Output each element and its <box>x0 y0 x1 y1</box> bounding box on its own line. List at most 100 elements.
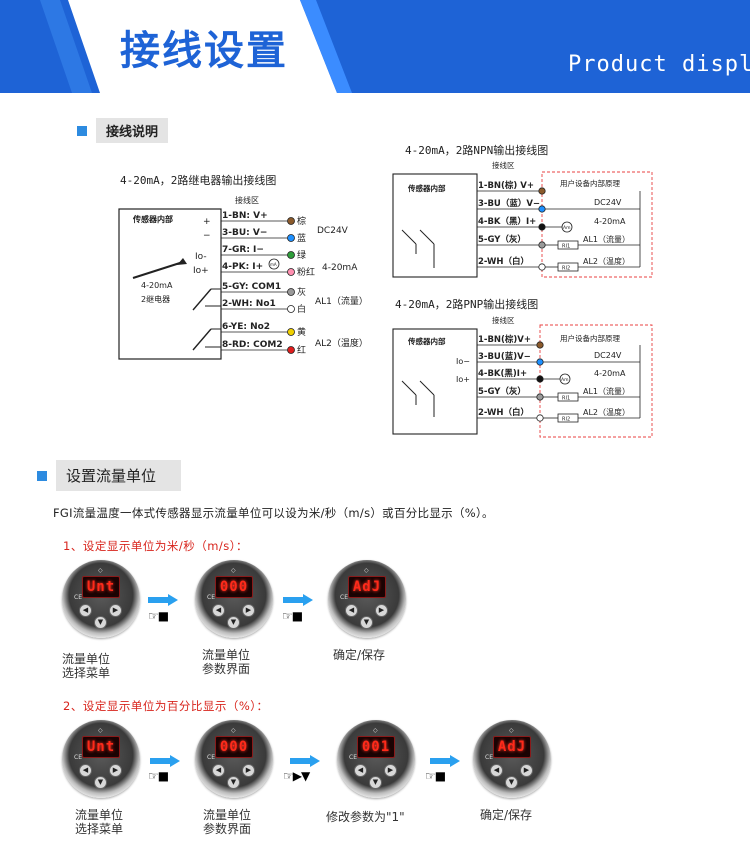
svg-text:RI1: RI1 <box>562 244 570 250</box>
left-button-icon[interactable]: ◀ <box>79 604 92 617</box>
npn-diagram-title: 4-20mA，2路NPN输出接线图 <box>405 144 549 157</box>
device-panel: ◇ AdJ CE ◀ ▶ ▼ <box>328 560 406 638</box>
page-title: 接线设置 <box>120 28 288 74</box>
svg-text:AL2（温度）: AL2（温度） <box>583 407 630 417</box>
left-button-icon[interactable]: ◀ <box>490 764 503 777</box>
press-set-hint: ☞■ <box>148 609 169 623</box>
svg-text:AL2（温度）: AL2（温度） <box>583 256 630 266</box>
down-button-icon[interactable]: ▼ <box>94 776 107 789</box>
svg-text:黄: 黄 <box>297 326 306 338</box>
left-button-icon[interactable]: ◀ <box>354 764 367 777</box>
relay-wiring-diagram: 接线区 传感器内部 + − Io- Io+ 4-20mA 2继电器 1-BN: … <box>118 195 368 360</box>
left-button-icon[interactable]: ◀ <box>212 604 225 617</box>
svg-text:4-20mA: 4-20mA <box>141 281 173 290</box>
device-caption: 确定/保存 <box>333 648 386 662</box>
svg-text:1-BN: V+: 1-BN: V+ <box>222 211 268 221</box>
device-caption: 确定/保存 <box>480 808 533 822</box>
svg-text:传感器内部: 传感器内部 <box>407 336 446 346</box>
right-button-icon[interactable]: ▶ <box>109 604 122 617</box>
svg-text:5-GY（灰）: 5-GY（灰） <box>478 386 526 397</box>
relay-diagram-title: 4-20mA，2路继电器输出接线图 <box>120 174 277 187</box>
device-panel: ◇ 000 CE ◀ ▶ ▼ <box>195 720 273 798</box>
svg-text:AL1（流量）: AL1（流量） <box>583 234 630 244</box>
svg-text:RI2: RI2 <box>562 417 570 423</box>
press-set-hint: ☞■ <box>282 609 303 623</box>
svg-text:DC24V: DC24V <box>594 351 622 360</box>
device-panel: ◇ Unt CE ◀ ▶ ▼ <box>62 720 140 798</box>
svg-text:Io+: Io+ <box>193 266 209 276</box>
device-display: 000 <box>215 576 253 598</box>
svg-text:3-BU（蓝）V−: 3-BU（蓝）V− <box>478 198 540 209</box>
right-button-icon[interactable]: ▶ <box>242 764 255 777</box>
relay-terminal-area-label: 接线区 <box>235 195 259 205</box>
arrow-right-icon <box>150 755 180 767</box>
svg-text:3-BU(蓝)V−: 3-BU(蓝)V− <box>478 351 531 362</box>
svg-text:2继电器: 2继电器 <box>141 294 170 304</box>
pnp-wiring-diagram: 接线区 传感器内部 Io− Io+ 用户设备内部原理 1-BN(棕)V+ 3-B… <box>392 315 653 438</box>
svg-text:DC24V: DC24V <box>317 226 349 236</box>
left-button-icon[interactable]: ◀ <box>212 764 225 777</box>
left-button-icon[interactable]: ◀ <box>79 764 92 777</box>
npn-wiring-diagram: 接线区 传感器内部 用户设备内部原理 1-BN(棕) V+ 3-BU（蓝）V− … <box>392 160 653 278</box>
right-button-icon[interactable]: ▶ <box>384 764 397 777</box>
svg-text:4-20mA: 4-20mA <box>594 369 626 378</box>
right-button-icon[interactable]: ▶ <box>520 764 533 777</box>
svg-text:5-GY: COM1: 5-GY: COM1 <box>222 282 281 292</box>
arrow-right-icon <box>148 594 178 606</box>
wiring-heading-label: 接线说明 <box>96 118 169 143</box>
heading-marker-icon <box>37 470 47 481</box>
device-panel: ◇ 001 CE ◀ ▶ ▼ <box>337 720 415 798</box>
svg-text:2-WH（白）: 2-WH（白） <box>478 407 529 418</box>
press-set-hint: ☞■ <box>148 769 169 783</box>
device-panel: ◇ AdJ CE ◀ ▶ ▼ <box>473 720 551 798</box>
banner-shape <box>0 0 750 93</box>
svg-text:8-RD: COM2: 8-RD: COM2 <box>222 340 283 350</box>
press-up-down-hint: ☞▶▼ <box>283 769 310 783</box>
wiring-heading: 接线说明 <box>77 118 169 143</box>
svg-text:−: − <box>203 231 211 241</box>
right-button-icon[interactable]: ▶ <box>242 604 255 617</box>
down-button-icon[interactable]: ▼ <box>369 776 382 789</box>
svg-text:7-GR: I−: 7-GR: I− <box>222 245 264 255</box>
down-button-icon[interactable]: ▼ <box>360 616 373 629</box>
press-set-hint: ☞■ <box>425 769 446 783</box>
down-button-icon[interactable]: ▼ <box>227 776 240 789</box>
svg-text:mA: mA <box>270 262 277 267</box>
right-button-icon[interactable]: ▶ <box>375 604 388 617</box>
svg-text:接线区: 接线区 <box>492 160 515 170</box>
right-button-icon[interactable]: ▶ <box>109 764 122 777</box>
svg-text:Am: Am <box>563 225 570 231</box>
arrow-right-icon <box>283 594 313 606</box>
pnp-diagram-title: 4-20mA，2路PNP输出接线图 <box>395 298 539 311</box>
down-button-icon[interactable]: ▼ <box>227 616 240 629</box>
svg-text:Io+: Io+ <box>456 375 470 384</box>
down-button-icon[interactable]: ▼ <box>505 776 518 789</box>
svg-text:AL1（流量）: AL1（流量） <box>583 386 630 396</box>
device-display: Unt <box>82 736 120 758</box>
svg-text:3-BU: V−: 3-BU: V− <box>222 228 267 238</box>
svg-text:白: 白 <box>297 303 306 315</box>
left-button-icon[interactable]: ◀ <box>345 604 358 617</box>
step2-title: 2、设定显示单位为百分比显示（%）： <box>63 699 269 713</box>
page-subtitle: Product display <box>568 52 750 77</box>
svg-text:Io-: Io- <box>195 252 207 262</box>
svg-text:用户设备内部原理: 用户设备内部原理 <box>560 178 620 188</box>
svg-text:4-20mA: 4-20mA <box>594 217 626 226</box>
device-caption: 修改参数为"1" <box>326 810 405 824</box>
svg-text:蓝: 蓝 <box>297 232 306 244</box>
device-display: AdJ <box>348 576 386 598</box>
svg-text:Am: Am <box>561 377 568 383</box>
svg-text:用户设备内部原理: 用户设备内部原理 <box>560 333 620 343</box>
device-display: 000 <box>215 736 253 758</box>
svg-text:4-PK: I+: 4-PK: I+ <box>222 262 263 272</box>
svg-text:粉红: 粉红 <box>297 266 315 278</box>
down-button-icon[interactable]: ▼ <box>94 616 107 629</box>
svg-text:传感器内部: 传感器内部 <box>407 183 446 193</box>
arrow-right-icon <box>430 755 460 767</box>
heading-marker-icon <box>77 125 87 136</box>
svg-text:绿: 绿 <box>297 249 306 261</box>
device-caption: 流量单位 选择菜单 <box>62 652 111 680</box>
svg-text:红: 红 <box>297 344 306 356</box>
svg-text:2-WH（白）: 2-WH（白） <box>478 256 529 267</box>
svg-text:RI1: RI1 <box>562 396 570 402</box>
